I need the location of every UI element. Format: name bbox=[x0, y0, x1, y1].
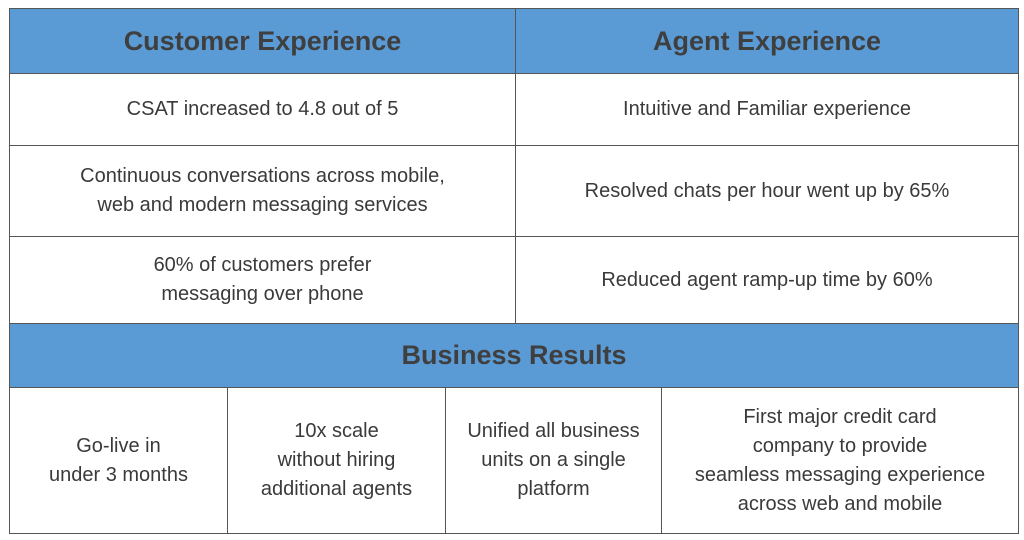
results-table: Customer Experience Agent Experience CSA… bbox=[9, 8, 1019, 534]
result-cell-4: First major credit card company to provi… bbox=[661, 387, 1018, 533]
customer-row-1: CSAT increased to 4.8 out of 5 bbox=[10, 73, 515, 145]
result-cell-3: Unified all business units on a single p… bbox=[445, 387, 661, 533]
agent-row-3: Reduced agent ramp-up time by 60% bbox=[515, 236, 1018, 323]
customer-row-3: 60% of customers prefer messaging over p… bbox=[10, 236, 515, 323]
result-cell-1: Go-live in under 3 months bbox=[10, 387, 227, 533]
agent-experience-header: Agent Experience bbox=[515, 9, 1018, 73]
agent-row-1: Intuitive and Familiar experience bbox=[515, 73, 1018, 145]
agent-row-2: Resolved chats per hour went up by 65% bbox=[515, 145, 1018, 236]
customer-experience-header: Customer Experience bbox=[10, 9, 515, 73]
customer-row-2: Continuous conversations across mobile, … bbox=[10, 145, 515, 236]
result-cell-2: 10x scale without hiring additional agen… bbox=[227, 387, 445, 533]
business-results-header: Business Results bbox=[10, 323, 1018, 387]
